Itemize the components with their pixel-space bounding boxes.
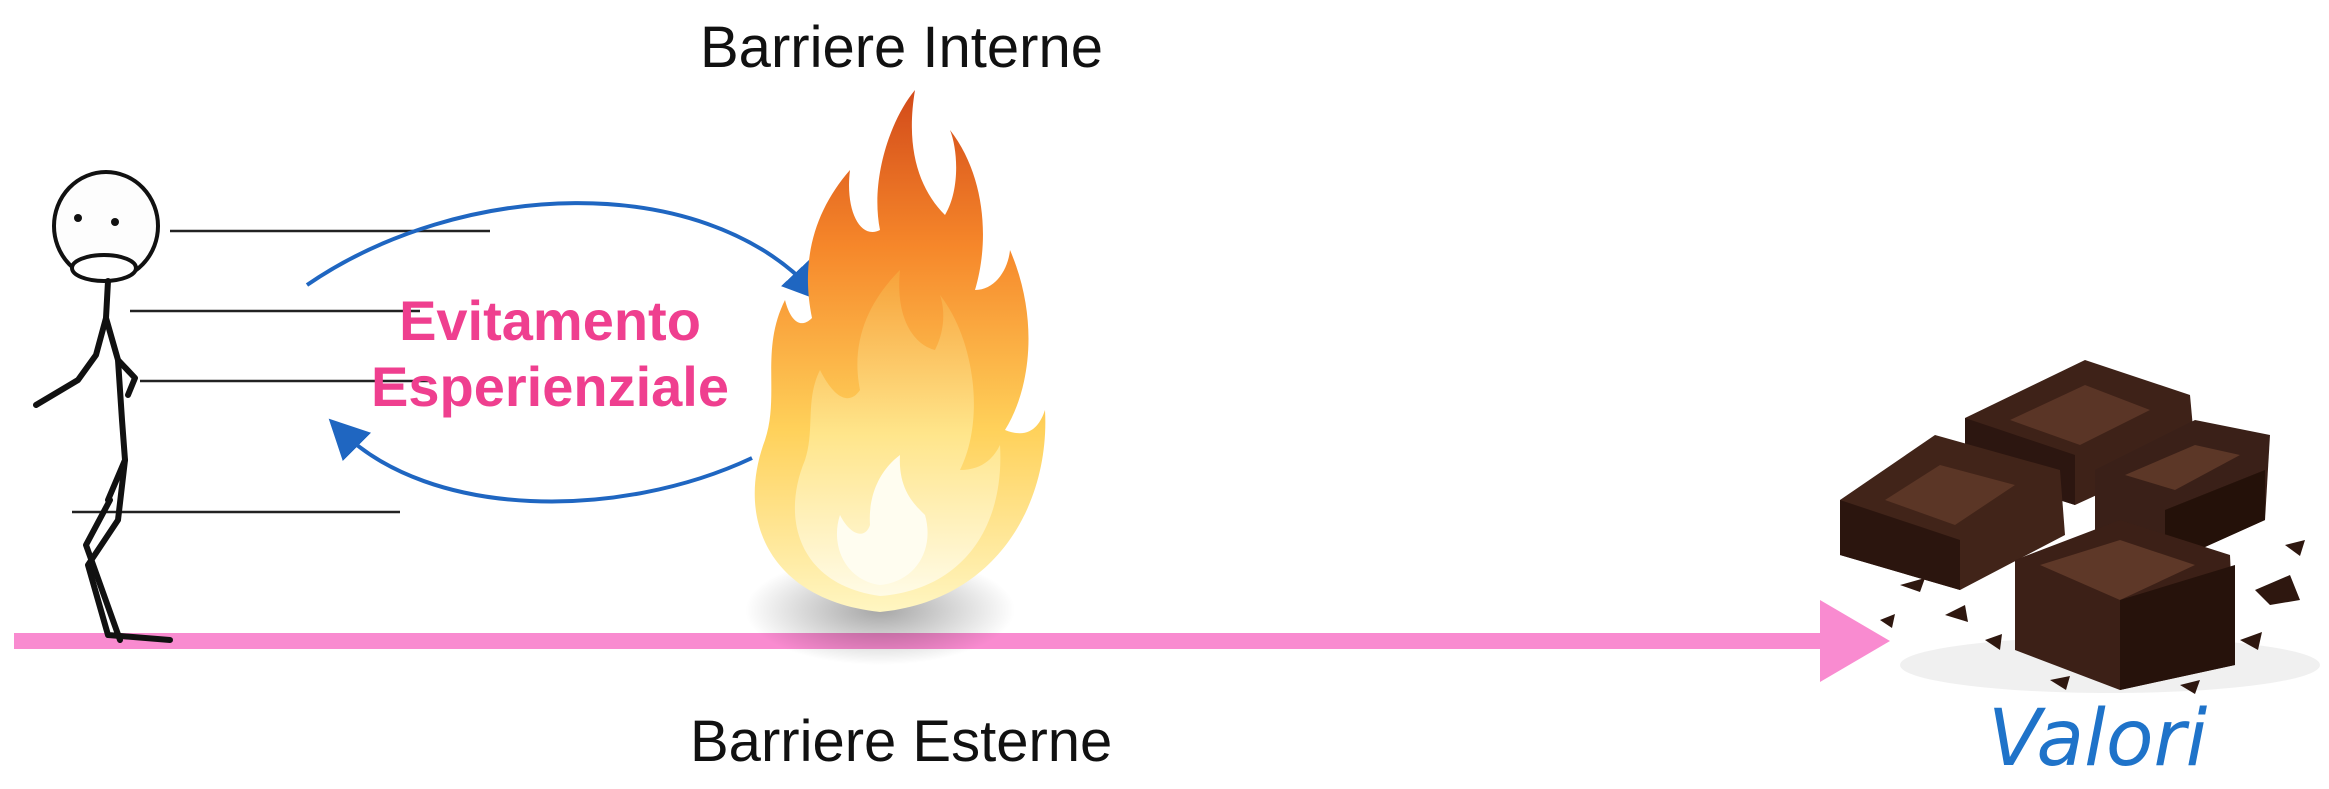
arrow-toward-fire	[305, 201, 823, 302]
experiential-avoidance-label: Evitamento Esperienziale	[340, 288, 760, 420]
internal-barriers-label: Barriere Interne	[700, 15, 1103, 80]
avoidance-line-2: Esperienziale	[371, 355, 729, 418]
external-barriers-label: Barriere Esterne	[690, 709, 1113, 774]
avoidance-line-1: Evitamento	[399, 289, 701, 352]
values-label: Valori	[1988, 694, 2208, 784]
stick-figure-icon	[33, 170, 173, 643]
chocolate-icon	[1840, 360, 2320, 694]
motion-lines	[72, 229, 490, 514]
avoidance-arrows	[305, 201, 823, 504]
arrow-away-from-fire	[328, 418, 753, 504]
fire-icon	[745, 90, 1046, 665]
